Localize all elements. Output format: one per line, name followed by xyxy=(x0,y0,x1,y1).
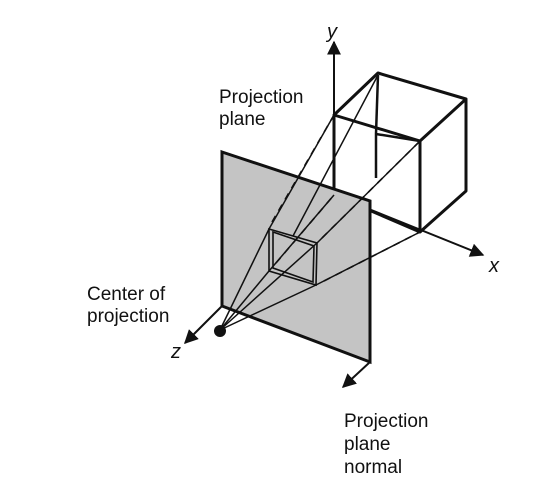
projector-dashes xyxy=(271,114,421,282)
y-axis-label: y xyxy=(325,21,338,43)
projection-plane-normal-label: Projection plane normal xyxy=(344,411,434,478)
projection-plane-label: Projection plane xyxy=(219,87,309,130)
z-axis xyxy=(184,305,223,344)
z-axis-label: z xyxy=(170,341,181,363)
x-axis-label: x xyxy=(488,255,500,277)
projection-plane xyxy=(220,149,372,365)
center-of-projection-point xyxy=(214,325,226,337)
projection-plane-normal-arrow xyxy=(341,361,371,388)
center-of-projection-label: Center of projection xyxy=(87,284,170,327)
